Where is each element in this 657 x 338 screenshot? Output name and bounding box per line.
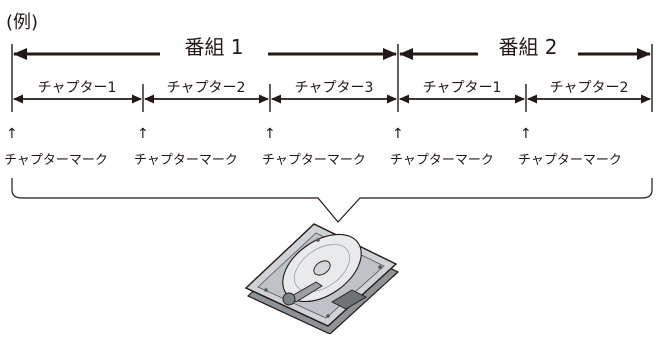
chapter-mark-arrow: ↑ [264,126,276,142]
chapter-mark-arrow: ↑ [137,126,149,142]
chapter-mark-label: チャプターマーク [262,153,366,168]
program-2-label: 番組 2 [498,35,557,59]
chapter-mark-arrow: ↑ [392,126,404,142]
chapter-mark-arrow: ↑ [520,126,532,142]
chapter-label: チャプター1 [38,80,117,96]
chapter-mark-arrow: ↑ [6,126,18,142]
chapter-mark-labels: チャプターマーク チャプターマーク チャプターマーク チャプターマーク チャプタ… [4,153,622,168]
chapter-label: チャプター2 [167,80,246,96]
chapter-mark-label: チャプターマーク [518,153,622,168]
chapter-label: チャプター1 [423,80,502,96]
chapter-label: チャプター2 [550,80,629,96]
program-2-label-bg [478,34,578,62]
chapter-label: チャプター3 [295,80,374,96]
example-label: (例) [6,12,38,33]
chapter-labels: チャプター1 チャプター2 チャプター3 チャプター1 チャプター2 [38,80,629,96]
chapter-mark-label: チャプターマーク [4,153,108,168]
program-1-label: 番組 1 [184,35,243,59]
chapter-mark-label: チャプターマーク [134,153,238,168]
chapter-mark-label: チャプターマーク [390,153,494,168]
chapter-mark-arrows: ↑ ↑ ↑ ↑ ↑ [6,126,532,142]
boundary-lines [11,44,653,112]
program-1-label-bg [160,34,268,62]
hard-disk-drive-icon [244,223,400,335]
bracket-callout [11,178,653,223]
